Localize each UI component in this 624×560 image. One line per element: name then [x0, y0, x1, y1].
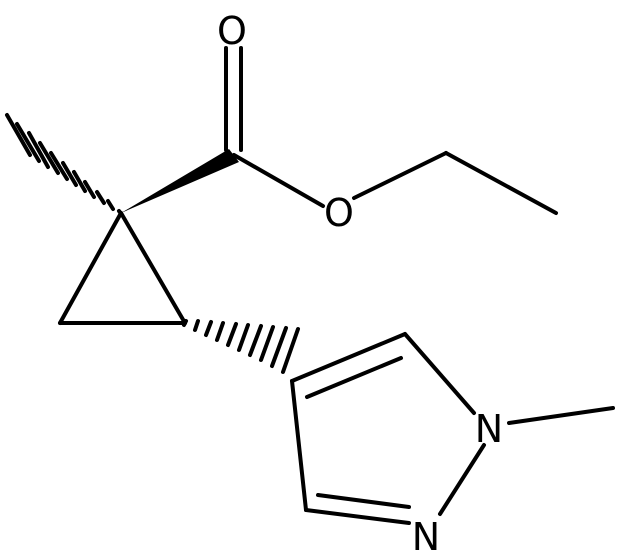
hash-line [49, 151, 69, 181]
hash-line [61, 161, 78, 187]
solid-wedge-ester [121, 149, 239, 213]
ester-group [224, 46, 558, 215]
bond-c4-c5-inner [305, 356, 403, 399]
ring-bond-right [119, 211, 187, 325]
bond-ch2-ch3 [444, 151, 558, 215]
bond-n1-n2 [438, 443, 486, 516]
hash-line [72, 170, 87, 193]
hash-line [38, 141, 60, 175]
hash-line [204, 320, 213, 337]
hash-line [248, 324, 263, 357]
pyrazole-ring [290, 332, 615, 525]
pyrazole-n2-label: N [412, 515, 440, 559]
bond-c-o [232, 153, 325, 208]
bond-n2-c3-inner [316, 493, 411, 509]
bond-n2-c3 [304, 508, 411, 525]
hash-line [259, 325, 275, 362]
ring-bond-left [58, 211, 123, 325]
hash-line [106, 199, 115, 211]
hashed-wedge-pyrazole [182, 319, 300, 374]
hash-line [27, 131, 50, 169]
hash-line [270, 326, 288, 368]
hash-line [83, 180, 96, 199]
hash-line [237, 323, 250, 352]
hash-line [95, 190, 106, 205]
cyclopropane-ring [58, 211, 187, 325]
pyrazole-n1-label: N [475, 407, 503, 451]
hash-line [281, 327, 300, 374]
bond-o-ch2 [352, 151, 448, 200]
hash-line [193, 319, 200, 332]
hash-line [15, 122, 41, 163]
hash-line [215, 321, 225, 342]
bond-c3-c4 [290, 379, 308, 512]
bond-c5-n1 [403, 332, 476, 415]
ester-oxygen-label: O [324, 191, 354, 235]
bond-c4-c5 [290, 332, 407, 383]
hash-line [117, 209, 124, 217]
hash-line [182, 319, 188, 327]
carbonyl-oxygen-label: O [217, 9, 247, 53]
hashed-wedge-methyl [5, 113, 124, 217]
hash-line [226, 322, 238, 347]
hash-line [5, 113, 32, 157]
bond-n1-methyl [507, 406, 615, 425]
